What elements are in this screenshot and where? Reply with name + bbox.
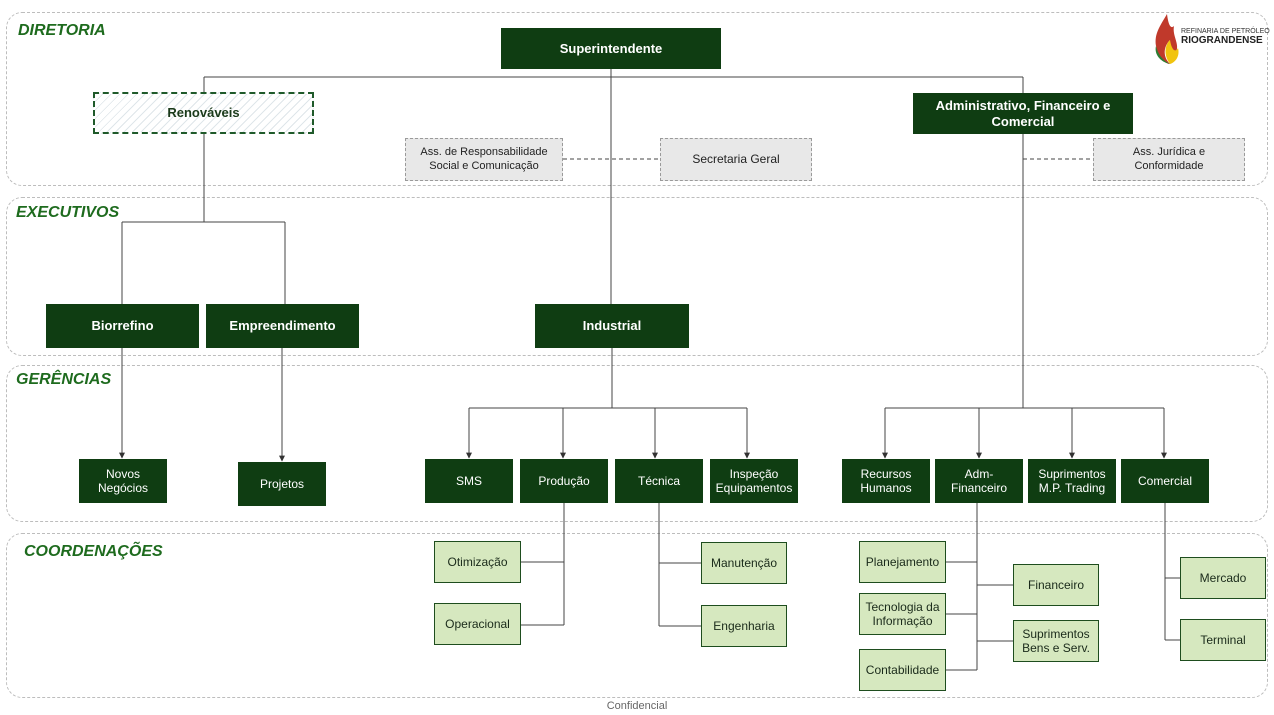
band-executivos (6, 197, 1268, 356)
box-mercado[interactable]: Mercado (1180, 557, 1266, 599)
box-renovaveis[interactable]: Renováveis (93, 92, 314, 134)
box-suprimentos-bens[interactable]: Suprimentos Bens e Serv. (1013, 620, 1099, 662)
box-otimizacao[interactable]: Otimização (434, 541, 521, 583)
box-comercial[interactable]: Comercial (1121, 459, 1209, 503)
box-operacional[interactable]: Operacional (434, 603, 521, 645)
logo-line2: RIOGRANDENSE (1181, 35, 1263, 46)
box-engenharia[interactable]: Engenharia (701, 605, 787, 647)
box-empreendimento[interactable]: Empreendimento (206, 304, 359, 348)
box-biorrefino[interactable]: Biorrefino (46, 304, 199, 348)
section-title-gerencias: GERÊNCIAS (16, 371, 112, 388)
box-superintendente[interactable]: Superintendente (501, 28, 721, 69)
box-ass-juridica[interactable]: Ass. Jurídica e Conformidade (1093, 138, 1245, 181)
box-sms[interactable]: SMS (425, 459, 513, 503)
box-terminal[interactable]: Terminal (1180, 619, 1266, 661)
box-producao[interactable]: Produção (520, 459, 608, 503)
box-recursos-humanos[interactable]: Recursos Humanos (842, 459, 930, 503)
flame-logo-icon (1155, 14, 1179, 64)
section-title-executivos: EXECUTIVOS (16, 204, 120, 221)
box-planejamento[interactable]: Planejamento (859, 541, 946, 583)
band-diretoria (6, 12, 1268, 186)
box-tecnologia[interactable]: Tecnologia da Informação (859, 593, 946, 635)
box-inspecao[interactable]: Inspeção Equipamentos (710, 459, 798, 503)
box-secretaria-geral[interactable]: Secretaria Geral (660, 138, 812, 181)
box-adm-financeiro[interactable]: Adm- Financeiro (935, 459, 1023, 503)
box-contabilidade[interactable]: Contabilidade (859, 649, 946, 691)
box-suprimentos-mp[interactable]: Suprimentos M.P. Trading (1028, 459, 1116, 503)
box-projetos[interactable]: Projetos (238, 462, 326, 506)
band-gerencias (6, 365, 1268, 522)
box-novos-negocios[interactable]: Novos Negócios (79, 459, 167, 503)
section-title-diretoria: DIRETORIA (18, 22, 106, 39)
box-administrativo[interactable]: Administrativo, Financeiro e Comercial (913, 93, 1133, 134)
box-tecnica[interactable]: Técnica (615, 459, 703, 503)
box-manutencao[interactable]: Manutenção (701, 542, 787, 584)
box-ass-responsabilidade[interactable]: Ass. de Responsabilidade Social e Comuni… (405, 138, 563, 181)
company-logo: REFINARIA DE PETRÓLEO RIOGRANDENSE (1152, 12, 1270, 68)
box-financeiro[interactable]: Financeiro (1013, 564, 1099, 606)
box-industrial[interactable]: Industrial (535, 304, 689, 348)
band-coordenacoes (6, 533, 1268, 698)
footer-confidencial: Confidencial (606, 700, 668, 712)
logo-line1: REFINARIA DE PETRÓLEO (1181, 28, 1270, 35)
section-title-coordenacoes: COORDENAÇÕES (24, 543, 163, 560)
